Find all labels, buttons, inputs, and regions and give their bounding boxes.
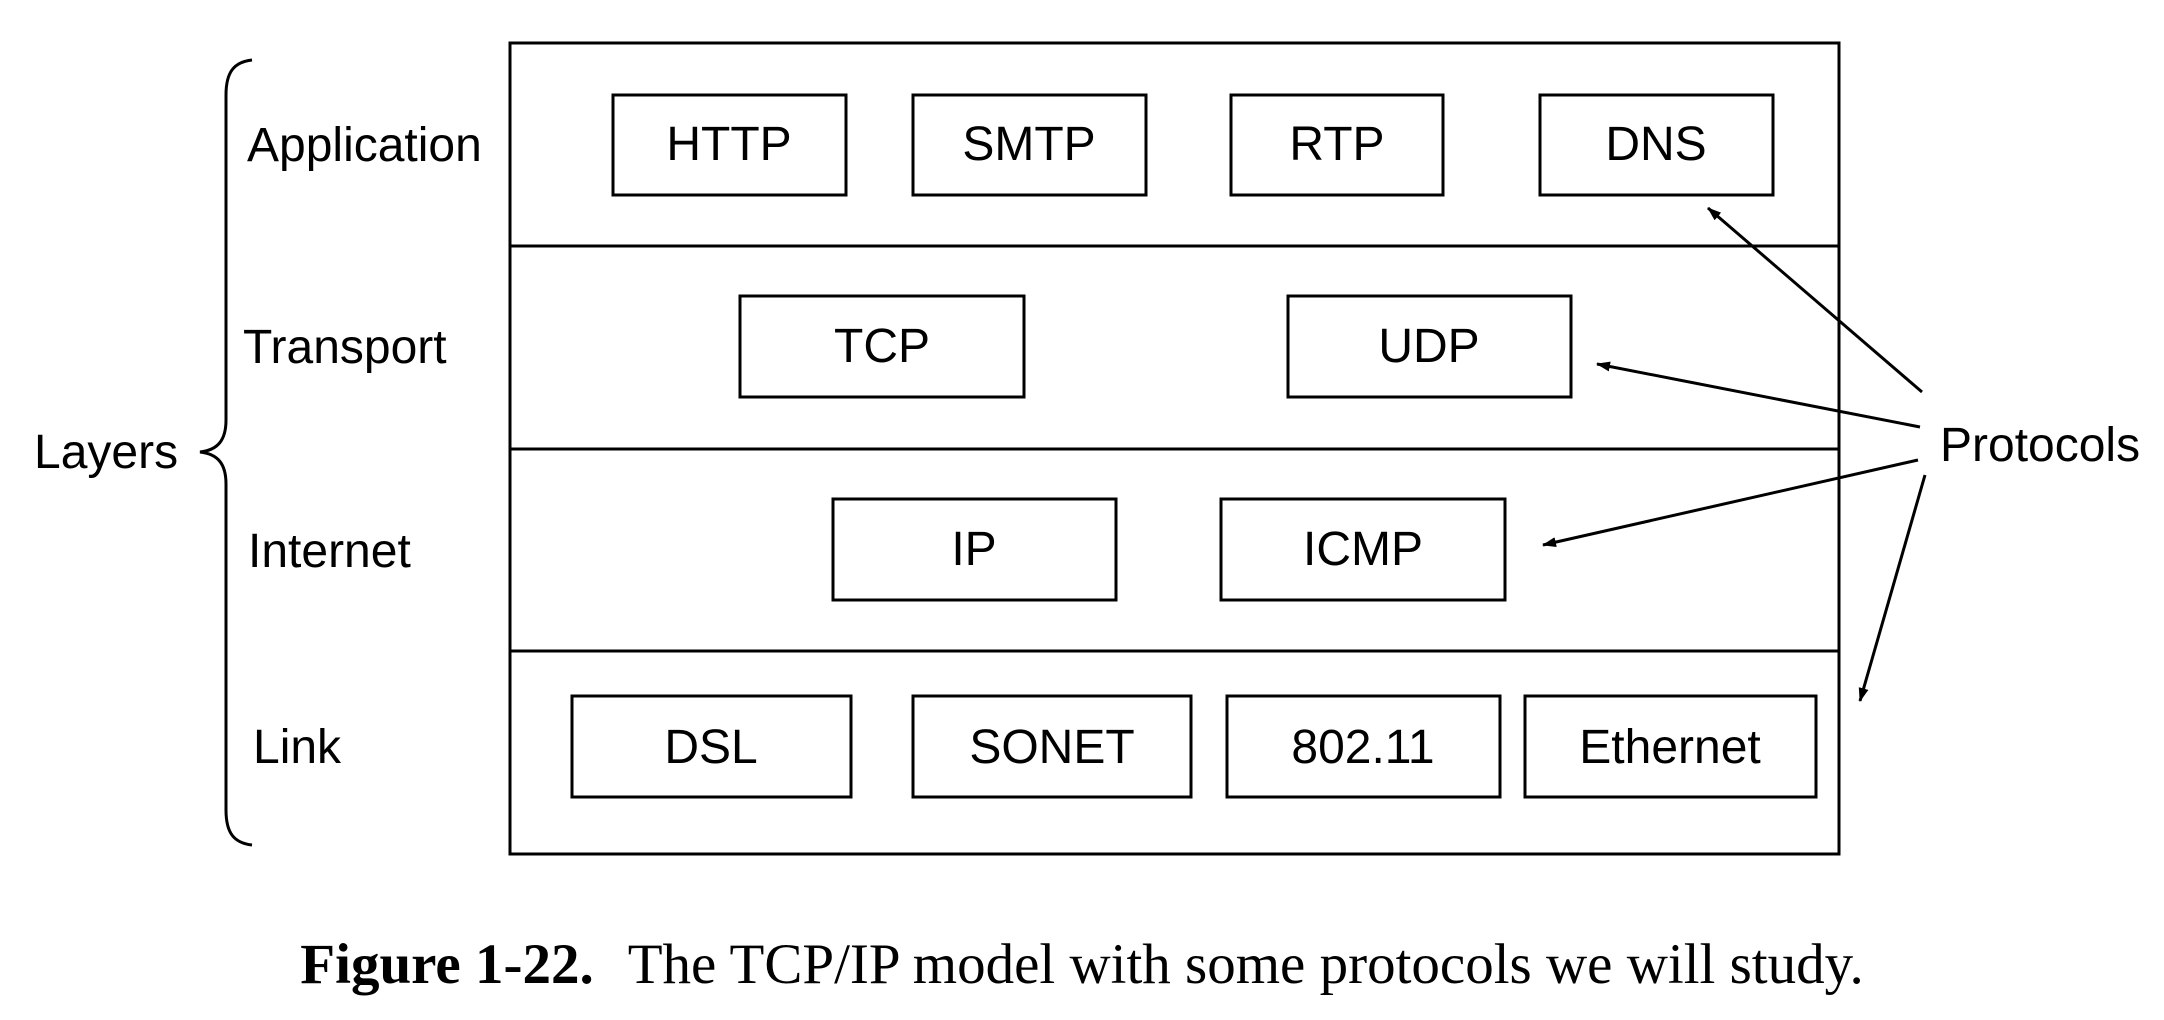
- protocol-box-ethernet: [1523, 694, 1818, 799]
- protocol-label-ip: IP: [951, 523, 996, 576]
- protocol-label-80211: 802.11: [1291, 721, 1434, 774]
- protocol-box-80211: [1225, 694, 1502, 799]
- protocol-label-icmp: ICMP: [1303, 523, 1423, 576]
- figure-caption: Figure 1-22. The TCP/IP model with some p…: [0, 932, 2164, 997]
- protocol-box-sonet: [911, 694, 1193, 799]
- protocols-label: Protocols: [1940, 419, 2140, 472]
- protocol-box-icmp: [1219, 497, 1507, 602]
- protocol-box-http: [611, 93, 848, 197]
- protocol-label-http: HTTP: [666, 118, 791, 171]
- arrow-to-dns: [1707, 206, 1923, 394]
- arrow-to-link-layer: [1858, 474, 1927, 702]
- protocol-box-tcp: [738, 294, 1026, 399]
- layers-brace: [199, 58, 253, 847]
- layer-label-transport: Transport: [243, 321, 447, 374]
- figure-caption-text: The TCP/IP model with some protocols we …: [627, 933, 1864, 996]
- protocol-label-smtp: SMTP: [962, 118, 1095, 171]
- figure-number: Figure 1-22.: [300, 933, 594, 996]
- layers-group-label: Layers: [34, 426, 178, 479]
- protocol-label-dns: DNS: [1605, 118, 1706, 171]
- protocol-label-tcp: TCP: [834, 320, 930, 373]
- arrow-to-udp: [1596, 361, 1921, 429]
- protocol-label-dsl: DSL: [664, 721, 757, 774]
- protocol-label-sonet: SONET: [969, 721, 1134, 774]
- protocol-box-dns: [1538, 93, 1775, 197]
- protocol-label-rtp: RTP: [1289, 118, 1384, 171]
- protocol-label-udp: UDP: [1378, 320, 1479, 373]
- protocol-box-udp: [1286, 294, 1573, 399]
- arrow-to-icmp: [1542, 458, 1919, 548]
- protocol-box-ip: [831, 497, 1118, 602]
- protocol-label-ethernet: Ethernet: [1579, 721, 1760, 774]
- layer-label-internet: Internet: [248, 525, 411, 578]
- layer-label-application: Application: [247, 119, 482, 172]
- layer-label-link: Link: [253, 721, 342, 774]
- protocol-box-dsl: [570, 694, 853, 799]
- tcpip-model-diagram: Application Transport Internet Link Laye…: [34, 41, 2140, 856]
- protocol-box-rtp: [1229, 93, 1445, 197]
- protocol-box-smtp: [911, 93, 1148, 197]
